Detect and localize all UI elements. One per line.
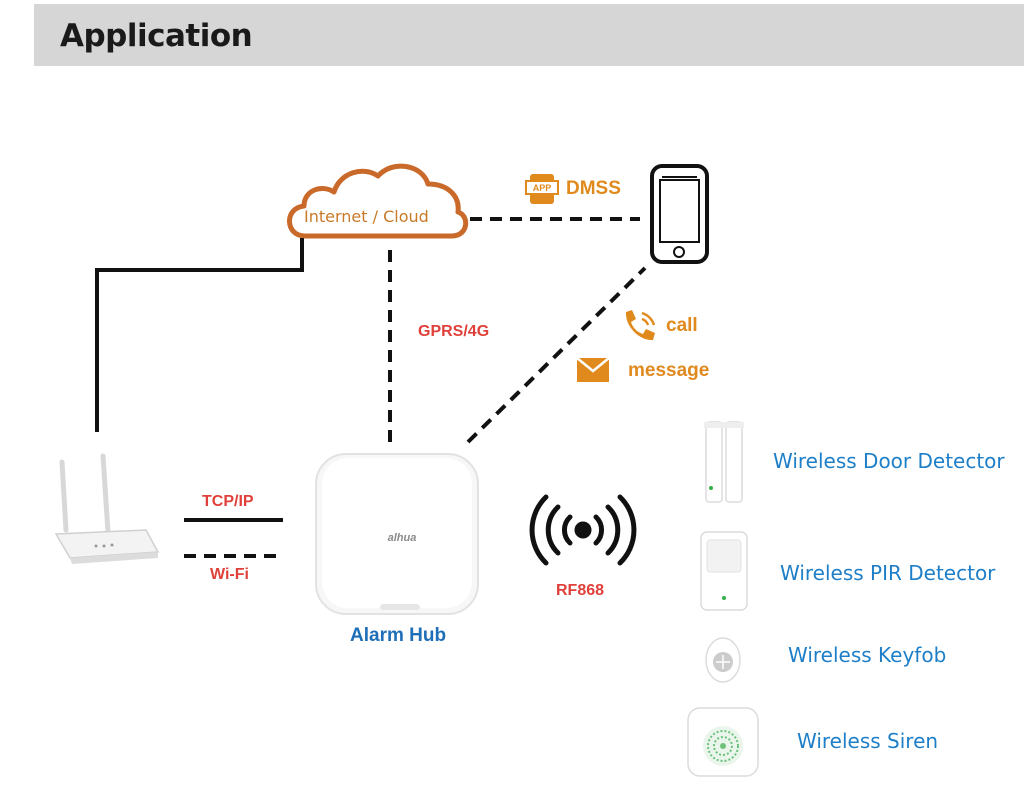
header-bar: Application	[34, 4, 1024, 66]
door-detector-device	[704, 421, 744, 503]
call-icon	[625, 310, 656, 341]
hub-logo-text: alhua	[388, 532, 417, 544]
hub-phone-link	[466, 266, 647, 444]
wifi-label: Wi-Fi	[210, 566, 249, 583]
hub-label: Alarm Hub	[350, 625, 447, 646]
smartphone-icon	[650, 164, 709, 264]
page-title: Application	[60, 18, 253, 54]
keyfob-device	[705, 637, 741, 683]
app-badge-text: APP	[533, 183, 552, 193]
tcpip-label: TCP/IP	[202, 493, 254, 510]
device-label-siren: Wireless Siren	[797, 729, 939, 753]
cloud-icon	[287, 163, 469, 239]
envelope-icon	[576, 357, 610, 382]
device-label-door: Wireless Door Detector	[773, 449, 1005, 473]
device-label-pir: Wireless PIR Detector	[780, 561, 996, 585]
gprs-label: GPRS/4G	[418, 323, 490, 340]
device-label-keyfob: Wireless Keyfob	[788, 643, 947, 667]
rf-label: RF868	[556, 582, 605, 599]
message-label: message	[628, 360, 710, 381]
router-icon	[54, 453, 160, 564]
dmss-label: DMSS	[566, 178, 621, 199]
router-cloud-link	[95, 238, 304, 432]
siren-device	[687, 707, 759, 777]
cloud-label: Internet / Cloud	[304, 207, 429, 226]
alarm-hub-device: alhua	[315, 453, 479, 615]
pir-detector-device	[700, 531, 748, 611]
call-label: call	[666, 315, 698, 336]
app-icon: APP	[525, 174, 559, 204]
rf-signal-icon	[529, 494, 637, 566]
